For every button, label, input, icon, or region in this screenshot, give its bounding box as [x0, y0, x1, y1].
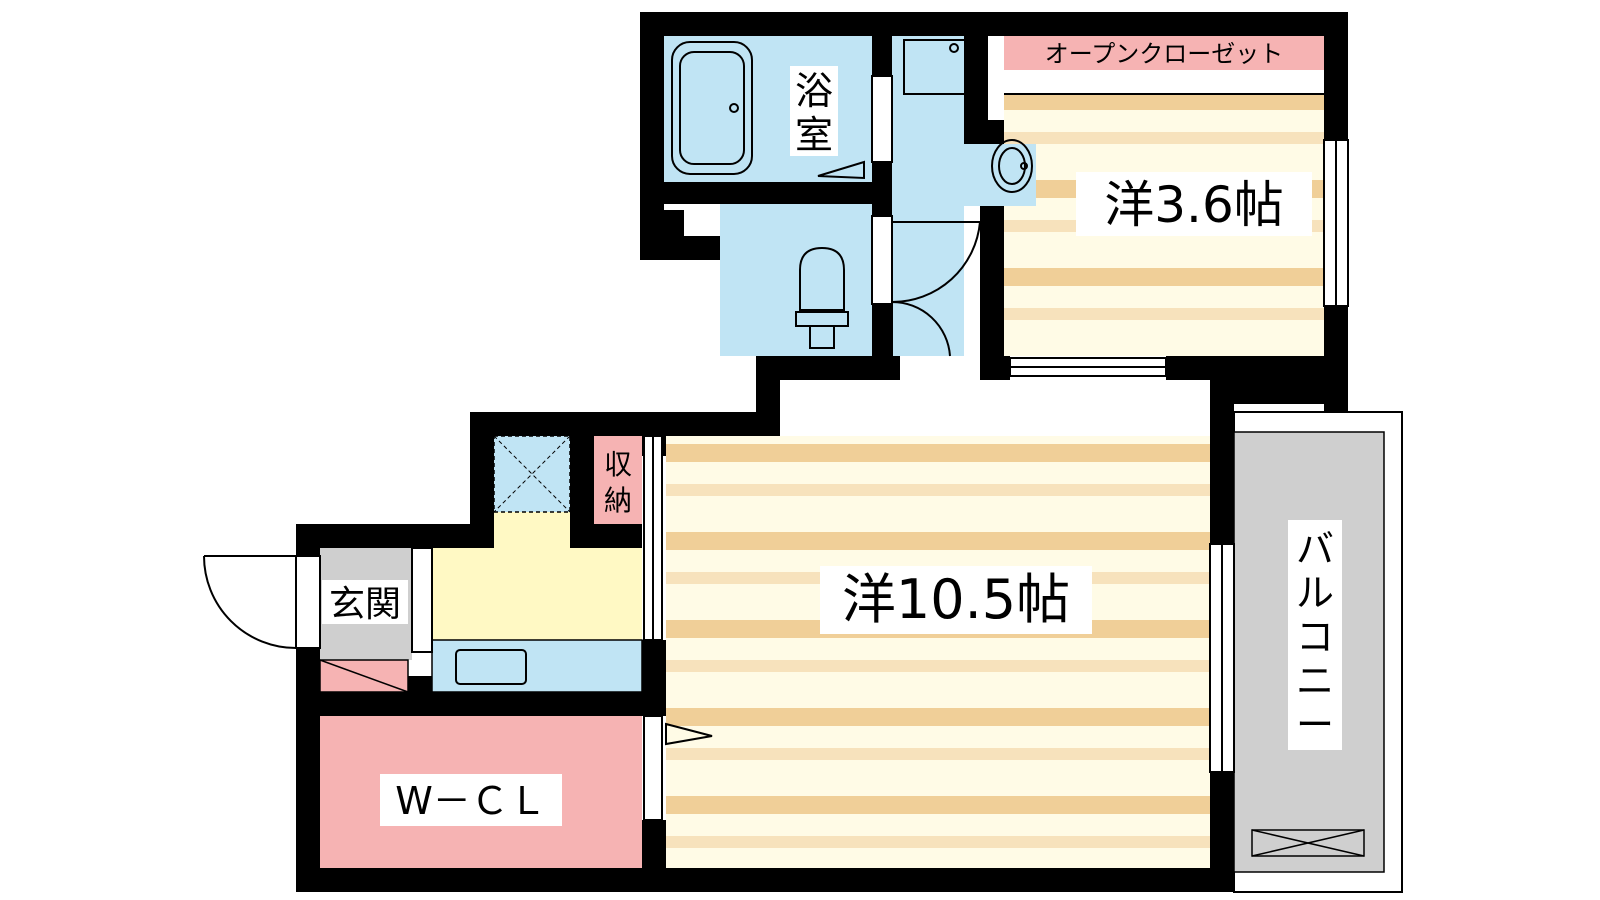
- label-balcony-3: コ: [1296, 615, 1334, 659]
- label-open-closet: オープンクローゼット: [1045, 40, 1284, 68]
- toilet-icon: [799, 246, 845, 311]
- label-storage-2: 納: [604, 484, 632, 517]
- label-entrance: 玄関: [329, 584, 401, 625]
- label-bathroom-2: 室: [795, 113, 833, 157]
- label-bathroom-1: 浴: [795, 69, 833, 113]
- sink-icon: [991, 139, 1033, 193]
- room-western-large: [666, 436, 1210, 868]
- label-walk-in-closet: W－ＣＬ: [395, 779, 547, 823]
- windows: [295, 75, 1349, 821]
- label-western-small: 洋3.6帖: [1104, 176, 1284, 234]
- label-balcony-2: ル: [1296, 571, 1334, 615]
- washer-icon: [903, 39, 969, 95]
- open-closet: [1004, 36, 1324, 70]
- label-balcony-4: ニ: [1296, 659, 1334, 703]
- room-washroom: [892, 36, 964, 356]
- label-balcony-5: ー: [1296, 703, 1334, 747]
- bathtub-icon: [671, 41, 753, 175]
- entrance-door-icon: [203, 555, 297, 649]
- label-western-large: 洋10.5帖: [842, 568, 1070, 631]
- fixtures: [203, 39, 1033, 746]
- room-bathroom: [664, 36, 872, 182]
- room-toilet: [720, 204, 872, 356]
- label-storage-1: 収: [604, 448, 632, 481]
- label-balcony-1: バ: [1296, 527, 1334, 571]
- room-storage: [594, 436, 642, 524]
- room-labels: 洋3.6帖 洋10.5帖 浴 室 オープンクローゼット 収 納 玄関 W－ＣＬ …: [322, 40, 1342, 826]
